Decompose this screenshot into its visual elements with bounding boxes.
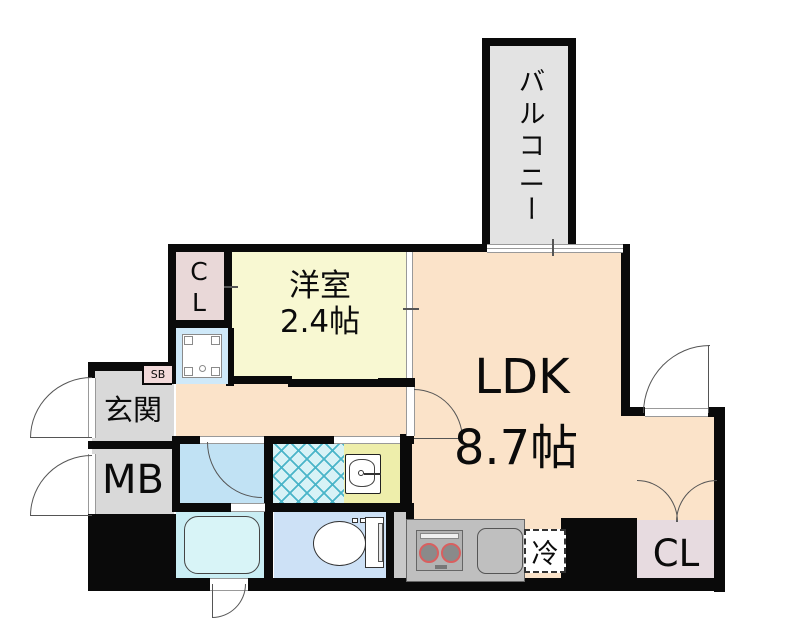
west-left-tick [224,286,238,288]
bathtub-icon [184,516,260,574]
room-western [230,250,410,380]
meter-box-door-arc [30,455,92,516]
wall-mid-horizontal [172,503,412,512]
toilet-icon [308,515,388,571]
washer-body [182,334,222,378]
hallway-ldk-door-leaf [414,438,463,439]
wall-entrance-mb [88,441,180,449]
wall-washer-right [226,328,234,386]
wall-hall-door-top-stub [378,378,415,387]
room-powder-tile [270,442,344,508]
meter-box-label: MB [102,457,164,503]
bath-door-leaf [212,584,213,618]
wall [168,244,625,252]
refrigerator-label: 冷 [531,538,559,570]
wall-powder-top [270,436,334,444]
bathroom-inner-opening [231,503,265,512]
closet-top-label: CL [184,257,214,319]
wall-closet-bottom [168,320,232,328]
entrance-door-arc [30,377,92,438]
room-closet-top [172,250,227,324]
wall-corner-bottom-left [88,514,176,584]
wall-left-upper [168,244,176,384]
window-balcony [487,244,623,253]
wall-toilet-right-inner [386,503,394,584]
stove-icon [416,530,463,571]
refrigerator-space: 冷 [524,529,566,573]
ldk-size: 8.7帖 [453,420,579,476]
wall-entrance-top [88,362,176,371]
wall-right [714,412,725,592]
wall-washroom-top-stub [172,436,200,444]
western-room-size: 2.4帖 [279,303,361,340]
toilet-side-bar [378,523,383,562]
room-hallway [176,382,412,444]
balcony-label: バルコニー [513,67,545,227]
vanity-sink-icon [345,454,381,494]
bath-door-arc [212,584,246,618]
wall-west-bottom-right [288,379,415,387]
pipe-space [394,510,406,582]
western-room-name: 洋室 [289,267,351,304]
shoe-box-label: SB [150,368,166,381]
wall-entry-left-stub [621,407,645,416]
wall-west-bottom-left [224,376,292,384]
wall-ldk-right-upper [621,244,630,416]
washer-pan-icon [176,328,228,384]
wall-vanity-right [400,434,412,512]
window-center-tick [552,239,554,256]
toilet-bowl [313,521,366,566]
ldk-name: LDK [474,349,570,405]
toilet-button [360,518,366,523]
vanity-door-opening [334,436,400,444]
closet-bottom-label: CL [652,531,700,575]
wall-entrance-left-stub [88,370,95,379]
wall-balcony-right [568,38,576,248]
west-right-tick [403,308,419,310]
room-meter-box [92,446,174,514]
meter-box-door-leaf [30,515,92,516]
toilet-button [352,518,358,523]
balcony-floor [490,46,570,244]
wall-balcony-left [482,38,490,248]
kitchen-sink-icon [477,528,523,574]
partition-west-ldk [406,252,413,378]
wall-balcony-top [482,38,576,46]
ldk-entry-door-arc [643,345,710,413]
wall-kitchen-right-block [561,518,637,584]
burner-icon [419,543,439,563]
wall-mb-right [172,446,180,512]
ldk-entry-door-leaf [708,345,709,413]
entrance-label: 玄関 [103,393,162,427]
shoe-box: SB [142,366,172,385]
entrance-door-leaf [30,437,92,438]
burner-icon [441,543,461,563]
wall-closet-right [224,250,232,328]
room-closet-bottom [633,520,717,582]
